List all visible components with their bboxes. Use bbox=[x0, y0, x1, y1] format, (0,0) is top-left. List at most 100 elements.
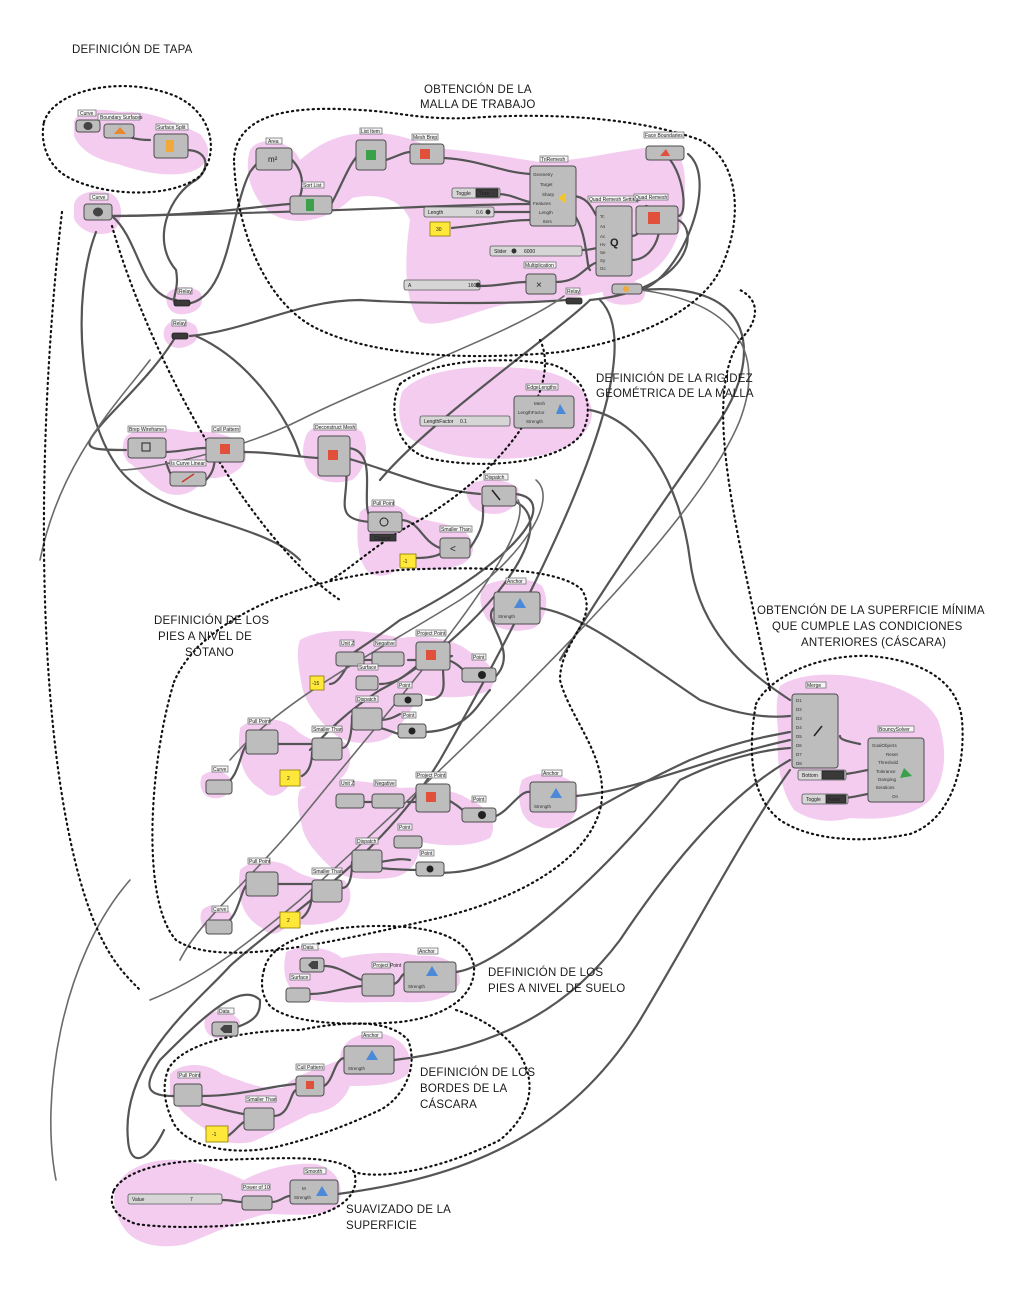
data-param-bordes[interactable]: Data bbox=[211, 1007, 239, 1037]
smaller-than-component-bordes[interactable]: Smaller Than bbox=[243, 1095, 277, 1131]
panel-30[interactable]: 30 bbox=[429, 221, 451, 237]
triremesh-component[interactable]: TriRemesh Geometry Target Sharp Features… bbox=[529, 155, 577, 227]
bouncysolver-component[interactable]: BouncySolver GoalObjects Reset Threshold… bbox=[867, 725, 925, 803]
point-component-1c[interactable]: Point bbox=[397, 711, 427, 739]
merge-component[interactable]: Merge D1 D2 D3 D4 D5 D6 D7 D8 bbox=[791, 681, 839, 769]
annotation-bordes-2: BORDES DE LA bbox=[420, 1083, 508, 1095]
is-curve-linear-component[interactable]: Is Curve Linear bbox=[169, 459, 207, 487]
svg-text:6000: 6000 bbox=[524, 249, 535, 255]
lengthfactor-slider[interactable]: LengthFactor 0.1 bbox=[419, 415, 511, 427]
svg-text:Target: Target bbox=[540, 182, 553, 187]
cull-pattern-component-bordes[interactable]: Cull Pattern bbox=[295, 1063, 325, 1097]
slider-6000[interactable]: Slider 6000 bbox=[489, 245, 583, 257]
svg-text:Iterations: Iterations bbox=[876, 785, 895, 790]
sort-list-component[interactable]: Sort List bbox=[289, 181, 333, 215]
toggle-true[interactable]: Toggle True bbox=[451, 187, 501, 199]
annotation-suavizado-2: SUPERFICIE bbox=[346, 1220, 417, 1232]
surface-split-component[interactable]: Surface Split bbox=[153, 123, 189, 159]
anchor-icon bbox=[426, 966, 438, 976]
point-component-2[interactable]: Point bbox=[461, 795, 497, 823]
point-component-1b[interactable]: Point bbox=[393, 681, 423, 707]
svg-text:False: False bbox=[828, 797, 840, 803]
point-component-top[interactable] bbox=[611, 283, 643, 295]
cull-pattern-component[interactable]: Cull Pattern bbox=[205, 425, 245, 463]
quad-remesh-settings-component[interactable]: Quad Remesh Settings Tc As Ac Hv Se Sy G… bbox=[587, 195, 641, 277]
point-component-2c[interactable]: Point bbox=[415, 849, 445, 877]
project-point-component-suelo[interactable]: Project Point bbox=[361, 961, 402, 997]
svg-text:Area: Area bbox=[268, 139, 279, 145]
anchor-component-suelo[interactable]: Anchor Strength bbox=[403, 947, 457, 993]
a-slider[interactable]: A 160 bbox=[403, 279, 481, 291]
svg-text:Face Boundaries: Face Boundaries bbox=[645, 133, 683, 139]
multiplication-component[interactable]: Multiplication × bbox=[523, 261, 557, 295]
smooth-component[interactable]: Smooth M Strength bbox=[289, 1167, 339, 1205]
project-point-component-1[interactable]: Project Point bbox=[415, 629, 451, 671]
area-component[interactable]: Area m² bbox=[255, 137, 293, 171]
unit-z-component-2[interactable]: Unit Z bbox=[335, 779, 365, 809]
svg-text:Hv: Hv bbox=[600, 242, 606, 247]
face-boundaries-component[interactable]: Face Boundaries bbox=[643, 131, 685, 161]
dispatch-component-1[interactable]: Dispatch bbox=[351, 695, 383, 731]
panel-2-2[interactable]: 2 bbox=[279, 911, 301, 929]
svg-text:Toggle: Toggle bbox=[806, 797, 821, 803]
svg-text:Toggle: Toggle bbox=[456, 191, 471, 197]
project-point-component-2[interactable]: Project Point bbox=[415, 771, 451, 813]
relay-2[interactable]: Relay bbox=[171, 319, 189, 340]
curve-param-2[interactable]: Curve bbox=[205, 905, 233, 935]
surface-param-suelo[interactable]: Surface bbox=[285, 973, 311, 1003]
bottom-param[interactable]: Bottom bbox=[797, 769, 847, 781]
anchor-component-bordes[interactable]: Anchor Strength bbox=[343, 1031, 395, 1075]
curve-param-tapa[interactable]: Curve bbox=[75, 109, 101, 133]
svg-text:Smaller Than: Smaller Than bbox=[313, 727, 343, 733]
curve-param-main[interactable]: Curve bbox=[83, 193, 113, 221]
pull-point-component-top[interactable]: Pull Point Closest bbox=[367, 499, 403, 542]
svg-text:Data: Data bbox=[303, 945, 314, 951]
pull-point-component-bordes[interactable]: Pull Point bbox=[173, 1071, 203, 1107]
dispatch-component-2[interactable]: Dispatch bbox=[351, 837, 383, 873]
boundary-surfaces-component[interactable]: Boundary Surfaces bbox=[97, 113, 143, 139]
curve-param-1[interactable]: Curve bbox=[205, 765, 233, 795]
negative-component-2[interactable]: Negative bbox=[371, 779, 405, 809]
relay-3[interactable]: Relay bbox=[565, 287, 583, 305]
svg-text:Merge: Merge bbox=[807, 683, 821, 689]
value-slider[interactable]: Value 7 bbox=[127, 1193, 223, 1205]
unit-z-component-1[interactable]: Unit Z bbox=[335, 639, 365, 667]
quad-remesh-component[interactable]: Quad Remesh bbox=[633, 193, 679, 235]
smaller-than-component-top[interactable]: Smaller Than < bbox=[439, 525, 473, 559]
dispatch-component-top[interactable]: Dispatch bbox=[481, 473, 517, 507]
toggle-false[interactable]: Toggle False bbox=[801, 793, 849, 805]
data-param-suelo[interactable]: Data bbox=[299, 943, 325, 973]
length-slider[interactable]: Length 0.6 bbox=[423, 206, 495, 218]
pull-point-component-2[interactable]: Pull Point bbox=[245, 857, 279, 897]
anchor-component-2[interactable]: Anchor Strength bbox=[529, 769, 577, 813]
negative-component-1[interactable]: Negative bbox=[371, 639, 405, 667]
deconstruct-mesh-component[interactable]: Deconstruct Mesh bbox=[313, 423, 357, 477]
annotation-superficie-3: ANTERIORES (CÁSCARA) bbox=[801, 636, 946, 649]
list-item-component[interactable]: List Item bbox=[355, 127, 387, 171]
svg-text:Strength: Strength bbox=[348, 1066, 366, 1071]
edgelengths-component[interactable]: EdgeLengths Mesh LengthFactor Strength bbox=[513, 383, 575, 429]
panel-minus-one-top[interactable]: -1 bbox=[399, 553, 417, 569]
relay-1[interactable]: Relay bbox=[173, 287, 193, 307]
svg-text:Strength: Strength bbox=[498, 614, 516, 619]
smaller-than-component-2[interactable]: Smaller Than bbox=[311, 867, 343, 903]
svg-text:List Item: List Item bbox=[361, 129, 380, 135]
anchor-component-1[interactable]: Anchor Strength bbox=[493, 577, 541, 625]
slider-grip[interactable] bbox=[485, 209, 491, 215]
point-component-2b[interactable]: Point bbox=[393, 823, 423, 849]
annotation-superficie-1: OBTENCIÓN DE LA SUPERFICIE MÍNIMA bbox=[757, 604, 985, 617]
surface-param-1[interactable]: Surface bbox=[355, 663, 379, 691]
brep-wireframe-component[interactable]: Brep Wireframe bbox=[127, 425, 167, 459]
pull-point-component-1[interactable]: Pull Point bbox=[245, 717, 279, 755]
panel-minus-one-bordes[interactable]: -1 bbox=[205, 1125, 229, 1143]
panel-2-1[interactable]: 2 bbox=[279, 769, 301, 787]
mesh-brep-component[interactable]: Mesh Brep bbox=[409, 133, 445, 165]
point-component-1[interactable]: Point bbox=[461, 653, 497, 683]
anchor-icon bbox=[550, 788, 562, 798]
smaller-than-component-1[interactable]: Smaller Than bbox=[311, 725, 343, 761]
slider-grip[interactable] bbox=[475, 282, 481, 288]
panel-z-1[interactable]: -15 bbox=[309, 675, 325, 691]
slider-grip[interactable] bbox=[511, 248, 517, 254]
svg-text:Bottom: Bottom bbox=[802, 773, 818, 779]
power-of-10-component[interactable]: Power of 10 bbox=[241, 1183, 273, 1211]
